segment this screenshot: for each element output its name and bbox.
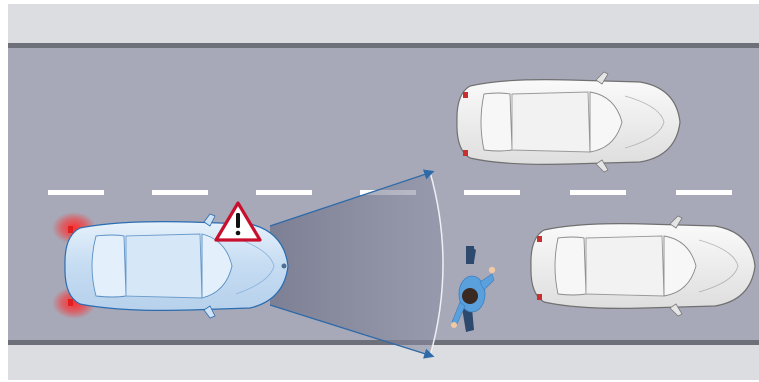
parked-car-bottom-windshield [663, 235, 697, 297]
parked-car-bottom-roof [585, 235, 665, 297]
lane-dash [464, 190, 520, 195]
sidewalk-top [8, 4, 759, 44]
ego-car-mirror [203, 305, 216, 319]
parked-car-bottom-taillight [537, 236, 542, 242]
parked-car-top-hood-line [624, 95, 665, 149]
curb-bottom [8, 340, 759, 345]
sensor-range-arc [429, 171, 444, 357]
lane-dash [676, 190, 732, 195]
parked-car-top-windshield [589, 91, 623, 153]
lane-dash [152, 190, 208, 195]
parked-car-top-taillight [463, 92, 468, 98]
sensor-ray-lower [269, 304, 435, 359]
parked-car-top-rear-window [480, 92, 513, 152]
ego-car-mirror [203, 213, 216, 227]
parked-car-top-mirror [595, 71, 609, 85]
ego-car-roof [125, 233, 203, 299]
lane-dash [256, 190, 312, 195]
parked-car-bottom-mirror [669, 215, 683, 229]
ego-car-rear-window [91, 234, 127, 298]
parked-car-top-mirror [595, 159, 609, 173]
sensor-ray-upper [269, 169, 435, 227]
parked-car-top [456, 71, 681, 173]
curb-top [8, 43, 759, 48]
ego-car-front-sensor [281, 263, 287, 269]
lane-dash [570, 190, 626, 195]
parked-car-top-roof [511, 91, 591, 153]
parked-car-bottom [530, 215, 756, 317]
sensor-detection-cone [270, 172, 443, 356]
ego-car-taillight [68, 226, 73, 233]
parked-car-top-taillight [463, 150, 468, 156]
warning-triangle-icon [214, 201, 262, 242]
ego-car-taillight [68, 299, 73, 306]
ego-car-hood-line [235, 237, 275, 295]
sidewalk-bottom [8, 345, 759, 380]
lane-dash [48, 190, 104, 195]
parked-car-bottom-rear-window [554, 236, 587, 296]
parked-car-bottom-taillight [537, 294, 542, 300]
parked-car-bottom-hood-line [698, 239, 739, 293]
parked-car-bottom-mirror [669, 303, 683, 317]
pedestrian-icon [451, 246, 496, 332]
ego-car [64, 213, 289, 319]
